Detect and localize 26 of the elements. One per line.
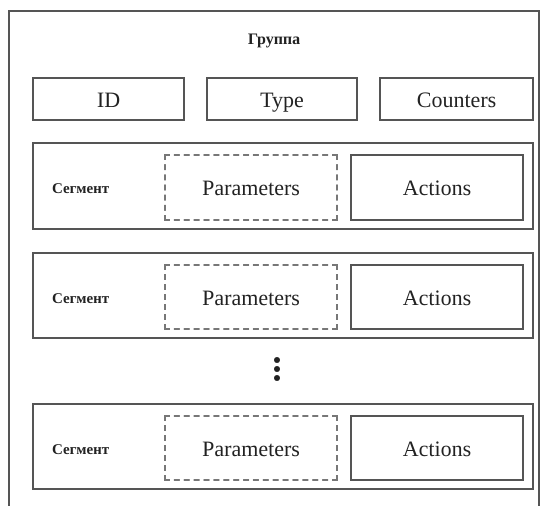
field-label: Actions: [402, 174, 472, 202]
segment-label: Сегмент: [52, 180, 110, 199]
field-label: Actions: [402, 284, 472, 312]
group-title: Группа: [246, 30, 302, 50]
field-box: [379, 77, 534, 121]
field-label: Parameters: [202, 284, 300, 312]
field-label: Parameters: [202, 174, 300, 202]
field-box: [350, 264, 524, 330]
field-box: [350, 415, 524, 481]
field-label: Counters: [416, 86, 496, 114]
field-box: [206, 77, 358, 121]
segment-box: [32, 142, 534, 230]
parameters-box: [164, 264, 338, 330]
field-label: ID: [96, 86, 120, 114]
segment-label: Сегмент: [52, 441, 110, 460]
group-container: [8, 10, 540, 506]
parameters-box: [164, 415, 338, 481]
segment-box: [32, 252, 534, 339]
parameters-box: [164, 154, 338, 221]
field-box: [350, 154, 524, 221]
field-label: Actions: [402, 434, 472, 462]
segment-label: Сегмент: [52, 290, 110, 309]
field-label: Parameters: [202, 434, 300, 462]
segment-box: [32, 403, 534, 490]
field-label: Type: [260, 86, 304, 114]
field-box: [32, 77, 185, 121]
